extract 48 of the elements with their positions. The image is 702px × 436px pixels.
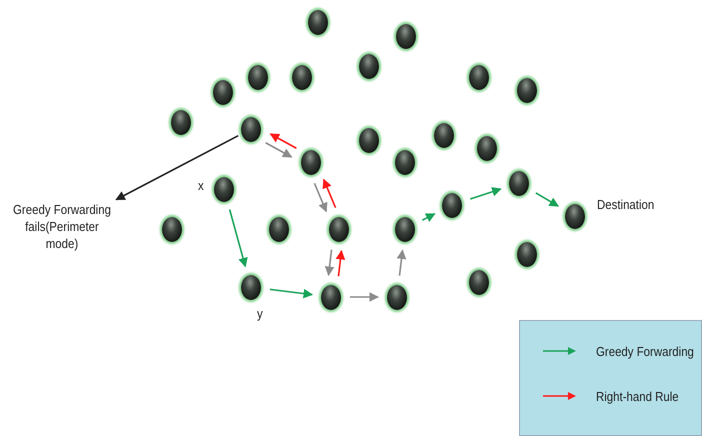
network-node — [359, 128, 379, 152]
network-node — [509, 170, 529, 196]
network-node — [517, 78, 537, 102]
network-node — [442, 192, 462, 218]
arrow — [350, 292, 379, 302]
arrow — [228, 209, 248, 268]
network-node — [387, 284, 407, 310]
network-node — [434, 122, 454, 148]
legend-label: Greedy Forwarding — [596, 343, 694, 360]
arrow — [470, 187, 502, 200]
network-node — [469, 64, 489, 90]
arrow — [322, 178, 336, 208]
network-node — [248, 64, 268, 90]
annotation-text: Greedy Forwarding fails(Perimeter mode) — [8, 201, 116, 252]
node-label: x — [198, 177, 204, 194]
network-node — [469, 270, 489, 294]
network-node — [396, 24, 416, 48]
network-node — [162, 216, 182, 242]
arrow — [422, 213, 436, 222]
network-node — [565, 204, 585, 228]
network-node — [517, 242, 537, 266]
network-node — [214, 176, 234, 202]
network-node — [171, 110, 191, 134]
node-label: y — [257, 305, 263, 322]
arrow — [270, 133, 297, 149]
arrow — [314, 183, 328, 212]
arrow — [270, 288, 314, 298]
network-node — [213, 80, 233, 104]
network-node — [241, 274, 261, 300]
network-node — [395, 150, 415, 174]
network-node — [395, 216, 415, 242]
leader-arrow — [115, 134, 239, 200]
network-node — [321, 284, 341, 310]
arrow — [265, 142, 292, 158]
network-node — [301, 150, 321, 174]
network-node — [359, 54, 379, 78]
legend-label: Right-hand Rule — [596, 388, 679, 405]
arrow — [324, 250, 334, 276]
network-node — [292, 64, 312, 90]
arrow — [336, 250, 346, 276]
network-node — [241, 116, 261, 142]
network-node — [269, 216, 289, 242]
node-label: Destination — [597, 196, 654, 213]
network-node — [329, 216, 349, 242]
arrow — [396, 249, 406, 276]
network-node — [308, 10, 328, 34]
network-node — [477, 136, 497, 160]
arrow — [535, 192, 560, 207]
